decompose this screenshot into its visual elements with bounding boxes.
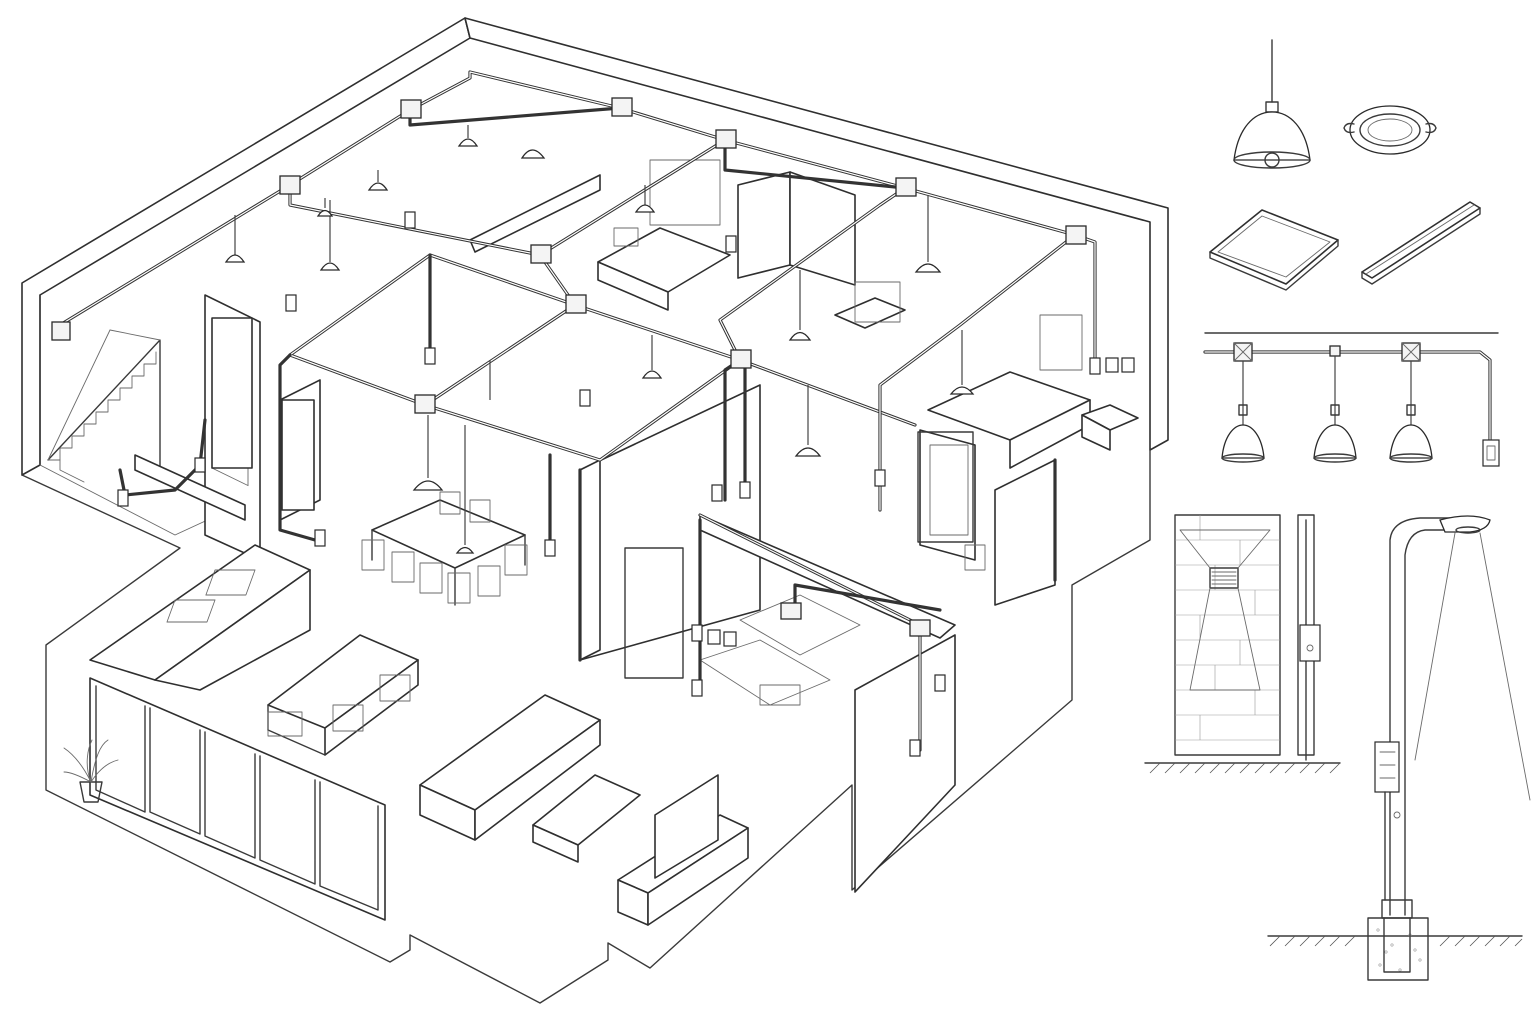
- legend-linear-batten-light-icon: [1361, 201, 1481, 285]
- dining-set: [361, 491, 528, 606]
- potted-plant: [63, 739, 119, 803]
- house-isometric-view: [21, 17, 1169, 1004]
- legend-pendant-lamp-icon: [1233, 39, 1311, 169]
- sliding-glass-windows: [89, 677, 386, 921]
- legend-recessed-downlight-icon: [1343, 105, 1437, 155]
- detail-wall-sconce-section: [1144, 514, 1341, 774]
- detail-street-lamp-pole: [1267, 515, 1531, 981]
- bedroom-1-furniture: [597, 159, 856, 311]
- bedroom-2-furniture: [834, 281, 1139, 469]
- pendant-lamps: [224, 125, 975, 554]
- detail-ceiling-conduit-pendant-run: [1203, 332, 1500, 467]
- kitchen-island: [267, 634, 419, 756]
- doors: [211, 317, 974, 543]
- conduit-network: [58, 70, 1097, 752]
- staircase: [47, 329, 161, 483]
- bathroom-fixtures: [699, 544, 986, 706]
- legend-square-panel-light-icon: [1209, 209, 1339, 291]
- living-room-furniture: [419, 694, 749, 926]
- junction-boxes: [51, 97, 1087, 637]
- kitchen-counter: [89, 544, 311, 691]
- switches-outlets: [117, 211, 1135, 757]
- floor-outline: [21, 449, 1151, 1004]
